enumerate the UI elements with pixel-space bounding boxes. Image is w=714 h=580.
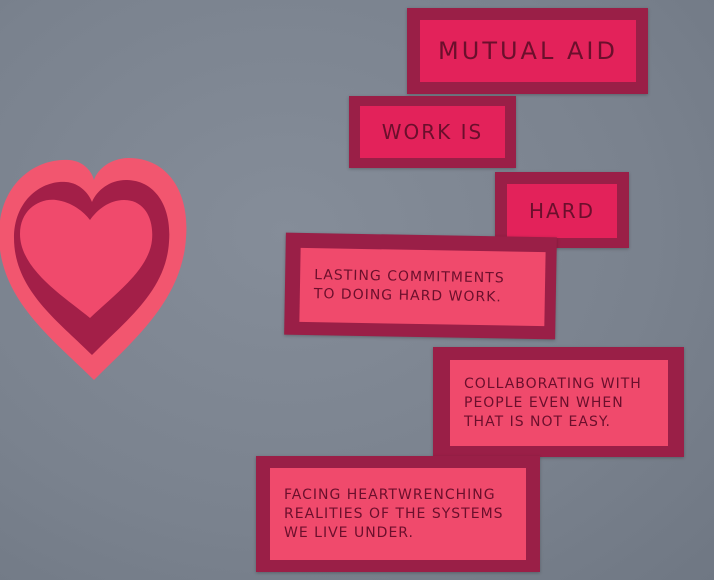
card-hard: Hard	[495, 172, 629, 248]
card-lasting-commitments: Lasting commitments to doing hard work.	[284, 232, 557, 340]
card-text: Hard	[507, 184, 617, 238]
card-text: Lasting commitments to doing hard work.	[299, 247, 546, 327]
card-text: Mutual Aid	[420, 20, 636, 82]
card-mutual-aid: Mutual Aid	[407, 8, 648, 94]
card-collaborating: Collaborating with people even when that…	[433, 347, 684, 457]
paper-heart-icon	[0, 158, 187, 380]
card-work-is: Work is	[349, 96, 516, 168]
card-text: Work is	[360, 106, 505, 158]
card-text: Facing heartwrenching realities of the s…	[270, 468, 526, 560]
card-facing-realities: Facing heartwrenching realities of the s…	[256, 456, 540, 572]
card-text: Collaborating with people even when that…	[450, 360, 668, 446]
